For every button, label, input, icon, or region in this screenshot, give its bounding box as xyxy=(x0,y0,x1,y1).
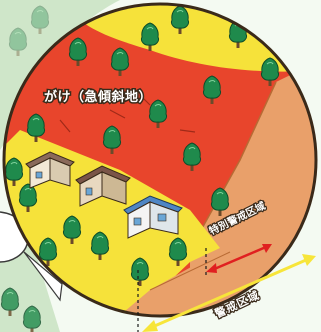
cliff-label: がけ（急傾斜地） xyxy=(42,89,153,107)
house-icon xyxy=(25,151,75,189)
magnifier-pointer xyxy=(23,251,63,302)
double-arrow-icon xyxy=(142,254,316,332)
house-icon xyxy=(75,165,131,207)
house-icon xyxy=(123,195,183,239)
double-arrow-icon xyxy=(206,244,272,273)
magnifier-rim xyxy=(2,2,318,318)
